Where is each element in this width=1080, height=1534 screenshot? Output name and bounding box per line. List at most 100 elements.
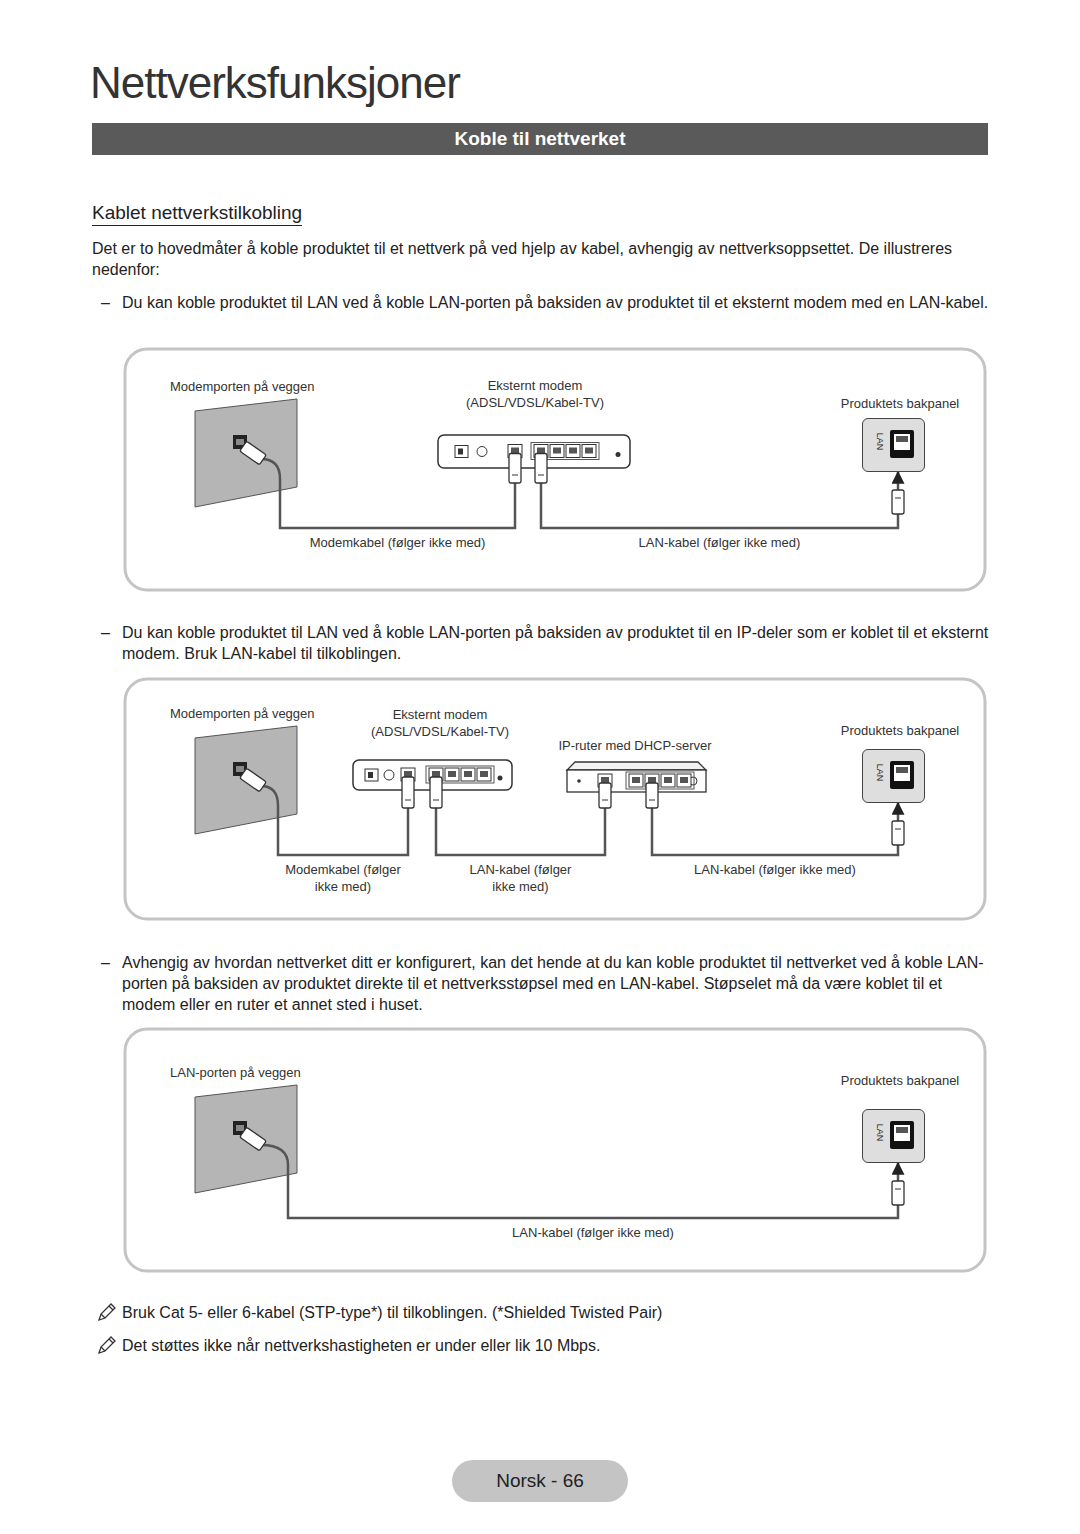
bullet-text: Du kan koble produktet til LAN ved å kob… xyxy=(122,622,990,664)
pencil-detail xyxy=(101,1339,113,1351)
paragraph: Det er to hovedmåter å koble produktet t… xyxy=(92,238,992,280)
port-slot xyxy=(464,771,472,777)
section-title: Koble til nettverket xyxy=(454,127,625,151)
router-figure xyxy=(540,754,730,816)
cable xyxy=(261,786,278,840)
jack-pins xyxy=(896,1127,908,1133)
plug xyxy=(240,1127,267,1151)
port xyxy=(461,768,475,781)
port xyxy=(566,445,580,458)
plug-detail xyxy=(649,800,655,801)
jack-body xyxy=(890,1121,914,1149)
plug xyxy=(535,454,547,484)
status-led xyxy=(616,452,621,457)
wall-jack-slot xyxy=(236,1125,244,1131)
plug-detail xyxy=(433,800,439,801)
bullet-dash: – xyxy=(101,622,119,643)
router-top xyxy=(567,762,706,770)
pencil xyxy=(99,1337,115,1353)
page-title: Nettverksfunksjoner xyxy=(90,58,460,108)
modem-node: Eksternt modem (ADSL/VDSL/Kabel-TV) xyxy=(345,706,535,816)
power-jack xyxy=(477,447,487,457)
cable xyxy=(540,483,543,491)
pill-node: Norsk - 66 xyxy=(452,1460,628,1502)
panel-node: Produktets bakpanelLAN xyxy=(825,1072,975,1163)
plug-detail xyxy=(538,475,544,476)
wall xyxy=(195,399,297,507)
diagram-panel xyxy=(125,1029,985,1271)
rj45-jack xyxy=(863,750,923,801)
device-label: Produktets bakpanel xyxy=(825,1072,975,1089)
plug xyxy=(240,441,267,465)
section-heading: Kablet nettverkstilkobling xyxy=(92,201,302,226)
port xyxy=(661,774,675,787)
wall-jack-slot xyxy=(236,439,244,445)
cable-label: LAN-kabel (følger ikke med) xyxy=(691,861,859,878)
cable xyxy=(407,808,410,816)
bullet-dash: – xyxy=(101,952,119,973)
modem-figure xyxy=(430,411,640,491)
port-slot xyxy=(601,777,609,783)
plug-detail xyxy=(895,1189,901,1190)
cable xyxy=(261,1145,288,1199)
plug-detail xyxy=(602,800,608,801)
plug xyxy=(599,783,611,808)
port-slot xyxy=(511,448,519,454)
device-label: Produktets bakpanel xyxy=(825,395,975,412)
note-icon xyxy=(99,1304,115,1320)
plug xyxy=(892,490,904,514)
label-box: Avhengig av hvordan nettverket ditt er k… xyxy=(122,952,990,1015)
port-slot xyxy=(680,777,688,783)
plug-detail xyxy=(895,498,901,499)
plug xyxy=(240,768,267,792)
device-label: Eksternt modem (ADSL/VDSL/Kabel-TV) xyxy=(450,377,620,411)
port xyxy=(629,774,643,787)
label-box: Det støttes ikke når nettverkshastighete… xyxy=(122,1335,990,1356)
label-box: Kablet nettverkstilkobling xyxy=(92,201,692,226)
cable-connector xyxy=(436,816,605,855)
lan-port: LAN xyxy=(862,418,925,472)
port-label: LAN xyxy=(874,763,885,783)
status-led xyxy=(577,779,581,783)
port-slot xyxy=(432,771,440,777)
port-slot xyxy=(648,777,656,783)
jack-opening xyxy=(894,765,910,781)
device-label: IP-ruter med DHCP-server xyxy=(550,737,720,754)
lan-port-group xyxy=(626,772,694,789)
router-node: IP-ruter med DHCP-server xyxy=(540,737,730,816)
cable xyxy=(651,808,654,816)
port-label: LAN xyxy=(874,432,885,452)
label-box: Bruk Cat 5- eller 6-kabel (STP-type*) ti… xyxy=(122,1302,990,1323)
port xyxy=(445,768,459,781)
plug xyxy=(892,821,904,845)
jack-pins xyxy=(896,767,908,773)
jack-pins xyxy=(896,436,908,442)
wall-socket-figure xyxy=(165,395,345,513)
rj45-jack xyxy=(863,419,923,470)
diagram-panel xyxy=(125,349,985,590)
plug-detail xyxy=(895,829,901,830)
jack-opening xyxy=(894,434,910,450)
wall-node: Modemporten på veggen xyxy=(165,378,355,513)
port-slot xyxy=(569,448,577,454)
plug xyxy=(646,783,658,808)
cable-connector xyxy=(652,803,898,855)
wall-node: LAN-porten på veggen xyxy=(165,1064,355,1199)
port xyxy=(582,445,596,458)
cable-label: Modemkabel (følger ikke med) xyxy=(280,861,406,895)
jack-body xyxy=(890,430,914,458)
cable xyxy=(514,483,517,491)
port xyxy=(550,445,564,458)
wall-node: Modemporten på veggen xyxy=(165,705,355,840)
label-box: – xyxy=(101,292,119,313)
label-box: – xyxy=(101,952,119,973)
jack-body xyxy=(890,761,914,789)
jack-opening xyxy=(894,1125,910,1141)
power-switch xyxy=(365,769,378,781)
modem-node: Eksternt modem (ADSL/VDSL/Kabel-TV) xyxy=(430,377,640,491)
port xyxy=(677,774,691,787)
modem-figure xyxy=(345,740,535,816)
diagram-panel xyxy=(125,679,985,919)
port xyxy=(477,768,491,781)
